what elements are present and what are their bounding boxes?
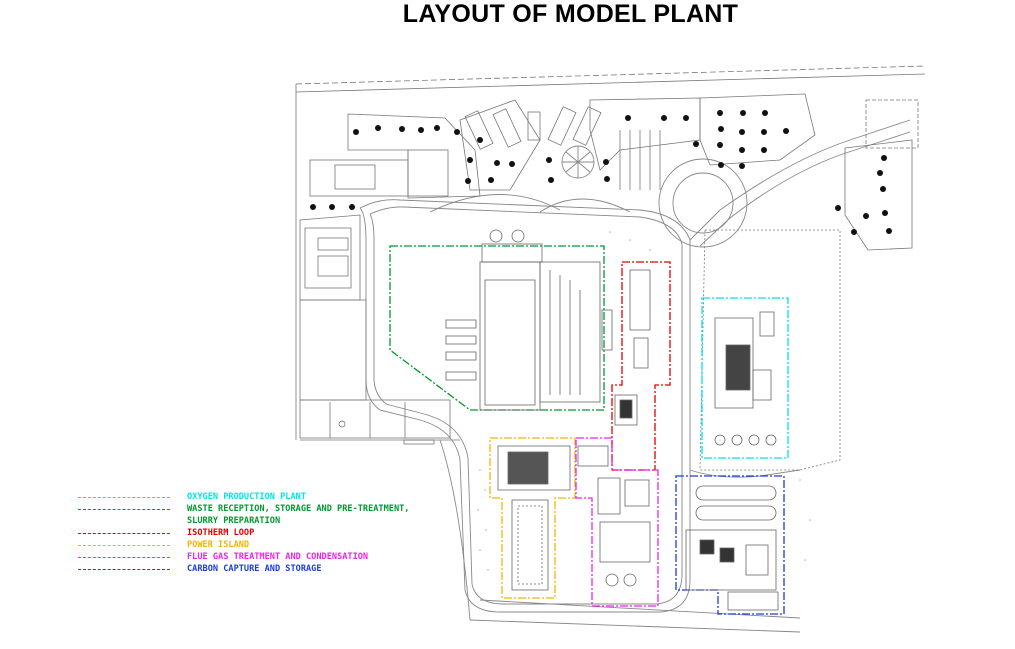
zone-isotherm-loop (611, 261, 671, 471)
page-title: LAYOUT OF MODEL PLANT (402, 0, 739, 28)
legend-swatch (78, 557, 170, 558)
zone-oxygen-plant (701, 297, 789, 459)
legend-item-oxygen: OXYGEN PRODUCTION PLANT (78, 491, 409, 503)
legend-item-flue-gas: FLUE GAS TREATMENT AND CONDENSATION (78, 551, 409, 563)
legend-label: WASTE RECEPTION, STORAGE AND PRE-TREATME… (187, 504, 410, 526)
landscape-hatching (477, 231, 811, 571)
zone-carbon-capture (675, 475, 785, 615)
legend-swatch (78, 569, 170, 570)
zone-waste-reception (389, 229, 613, 411)
legend-swatch (78, 497, 170, 498)
legend-label: CARBON CAPTURE AND STORAGE (187, 564, 322, 574)
legend-label: OXYGEN PRODUCTION PLANT (187, 492, 306, 502)
tree-symbols (310, 110, 892, 235)
legend-item-isotherm: ISOTHERM LOOP (78, 527, 409, 539)
legend-swatch (78, 509, 170, 510)
zone-flue-gas-treatment (575, 437, 659, 607)
legend: OXYGEN PRODUCTION PLANT WASTE RECEPTION,… (78, 491, 409, 575)
legend-item-power: POWER ISLAND (78, 539, 409, 551)
legend-item-carbon-capture: CARBON CAPTURE AND STORAGE (78, 563, 409, 575)
legend-label: FLUE GAS TREATMENT AND CONDENSATION (187, 552, 369, 562)
misc-equipment (317, 237, 435, 445)
north-buildings (299, 93, 919, 471)
legend-label: POWER ISLAND (187, 540, 250, 550)
legend-swatch (78, 533, 170, 534)
road-network (359, 119, 911, 633)
legend-item-waste: WASTE RECEPTION, STORAGE AND PRE-TREATME… (78, 503, 409, 527)
site-boundary (295, 65, 926, 441)
roundabout (561, 145, 748, 248)
legend-label: ISOTHERM LOOP (187, 528, 255, 538)
zone-power-island (489, 437, 576, 599)
legend-swatch (78, 545, 170, 546)
